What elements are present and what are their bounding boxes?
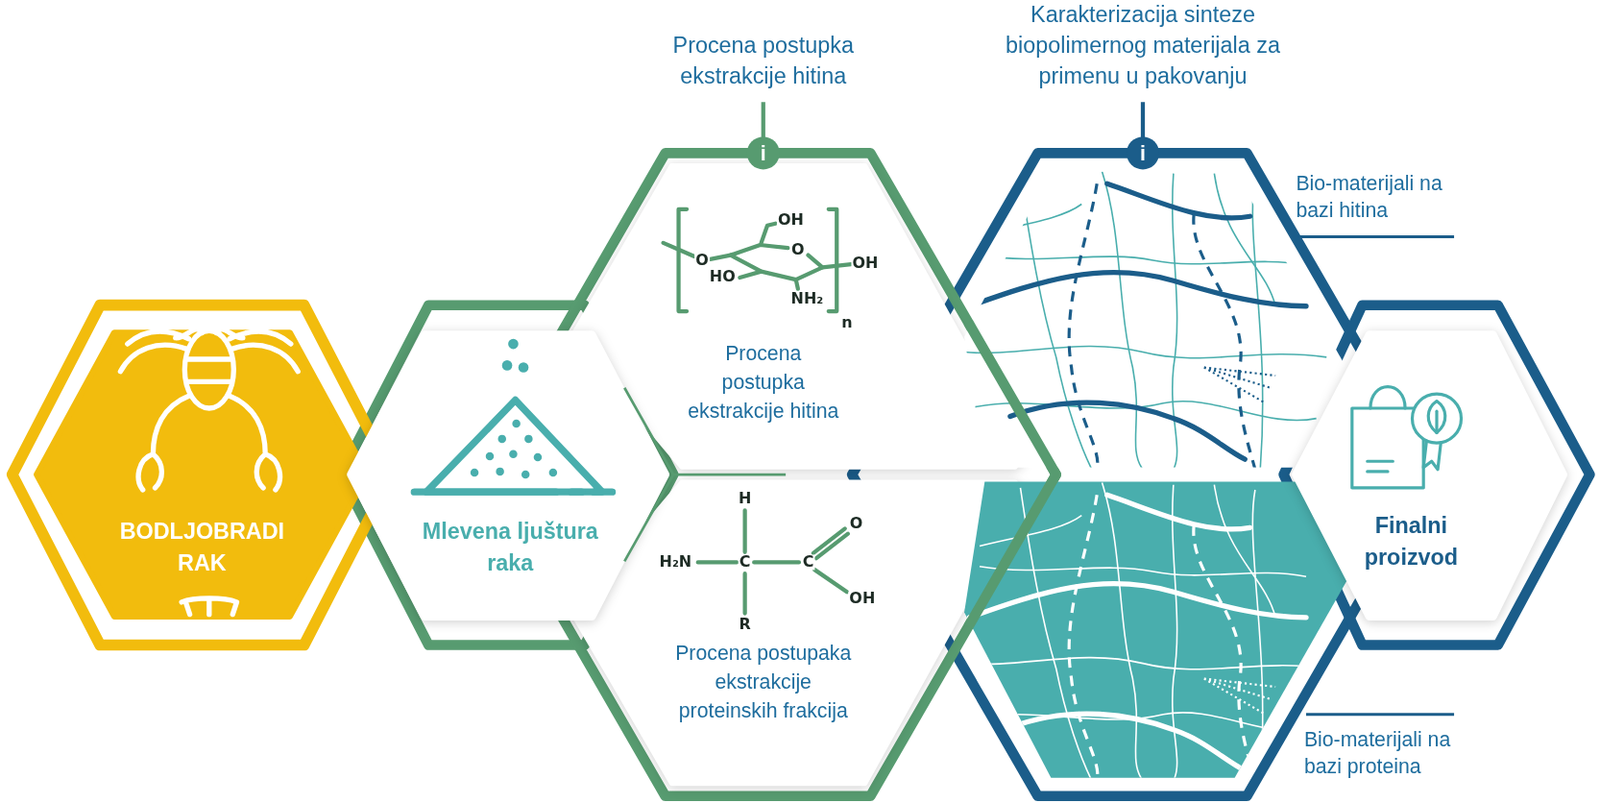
hexagon-outline: [0, 295, 404, 655]
powder-icon: [509, 450, 518, 460]
hexagon-fill: [36, 332, 367, 616]
powder-icon: [511, 419, 521, 429]
powder-icon: [549, 468, 558, 478]
chemical-group: OH: [848, 591, 876, 607]
node-title: Mlevena ljuštura raka: [408, 515, 613, 580]
chitin-panel: Procena postupka ekstrakcije hitina: [566, 163, 1031, 470]
hexagon-fill: [0, 295, 404, 655]
chitin-formula: [796, 279, 799, 290]
hexagon-fill: [1275, 295, 1600, 655]
chitin-material-panel: Bio-materijali na bazi hitina: [953, 168, 1352, 472]
material-hexagon: Karakterizacija sinteze biopolimernog ma…: [845, 143, 1437, 803]
powder-icon: [498, 435, 508, 444]
chemical-atom: O: [694, 252, 710, 268]
chemical-group: HO: [708, 268, 737, 285]
powder-icon: [495, 467, 505, 477]
repeat-index: n: [840, 315, 853, 331]
panel-fill: [566, 479, 1031, 786]
stage-heading: Procena postupka ekstrakcije hitina: [640, 30, 886, 93]
hexagon-fill: [351, 335, 666, 617]
bag-icon: [1434, 411, 1438, 433]
info-marker: [747, 101, 1160, 170]
info-marker: [1140, 101, 1145, 139]
material-panel: [953, 479, 1352, 783]
chemical-atom: H: [737, 491, 752, 508]
callout-text: Bio-materijali na bazi hitina: [1295, 169, 1475, 224]
leader-line: [1298, 235, 1455, 239]
protein-panel: Procena postupaka ekstrakcije proteinski…: [566, 479, 1031, 786]
hexagon-outline: [12, 305, 392, 646]
info-icon: i: [759, 143, 768, 164]
panel-fill: [571, 165, 1026, 468]
hexagon-outline: [1284, 305, 1591, 646]
extraction-hexagon: Procena postupka ekstrakcije hitinaProce…: [469, 143, 1067, 803]
powder-icon: [485, 452, 495, 461]
leader-line: [1306, 712, 1455, 716]
hexagon-fill: [331, 295, 679, 655]
powder-icon: [508, 339, 519, 350]
powder-icon: [518, 362, 530, 373]
shell-hexagon: Mlevena ljuštura raka: [331, 295, 679, 655]
powder-icon: [502, 360, 513, 371]
chemical-atom: C: [738, 554, 752, 570]
info-icon: i: [1139, 143, 1147, 164]
panel-text: Procena postupka ekstrakcije hitina: [683, 339, 844, 425]
chemical-atom: R: [737, 616, 752, 632]
material-panel: [964, 482, 1349, 778]
chemical-group: H₂N: [657, 554, 693, 570]
chemical-group: OH: [850, 255, 879, 271]
chemical-atom: C: [801, 554, 816, 570]
chemical-atom: O: [790, 242, 806, 258]
node-title: BODLJOBRADI RAK: [110, 515, 294, 580]
material-panel: [953, 168, 1352, 472]
bag-icon: [1412, 393, 1462, 443]
hexagon-outline: [845, 143, 1437, 803]
hexagon-outline: [479, 152, 1056, 796]
powder-icon: [470, 468, 480, 478]
stage-heading: Karakterizacija sinteze biopolimernog ma…: [974, 0, 1312, 93]
powder-icon: [521, 470, 531, 480]
bag-icon: [1428, 401, 1446, 434]
panel-text: Procena postupaka ekstrakcije proteinski…: [671, 638, 855, 725]
callout-text: Bio-materijali na bazi proteina: [1304, 725, 1494, 780]
chemical-atom: O: [848, 515, 865, 532]
powder-icon: [533, 453, 543, 462]
product-hexagon: Finalni proizvod: [1275, 295, 1600, 655]
hexagon-outline: [1275, 295, 1600, 655]
hexagon-outline: [331, 295, 679, 655]
chemical-group: NH₂: [790, 290, 825, 307]
protein-material-panel: Bio-materijali na bazi proteina: [953, 479, 1352, 783]
chemical-group: OH: [776, 213, 805, 229]
crayfish-hexagon: BODLJOBRADI RAK: [0, 295, 404, 655]
info-marker: [1126, 136, 1160, 170]
info-marker: [761, 101, 766, 139]
material-panel: [964, 171, 1349, 468]
info-marker: [747, 136, 780, 170]
powder-icon: [524, 435, 534, 444]
powder-icon: [413, 487, 612, 495]
node-title: Finalni proizvod: [1339, 509, 1483, 573]
panel-fill: [571, 482, 1026, 785]
panel-fill: [566, 163, 1031, 470]
hexagon-fill: [1295, 335, 1563, 617]
